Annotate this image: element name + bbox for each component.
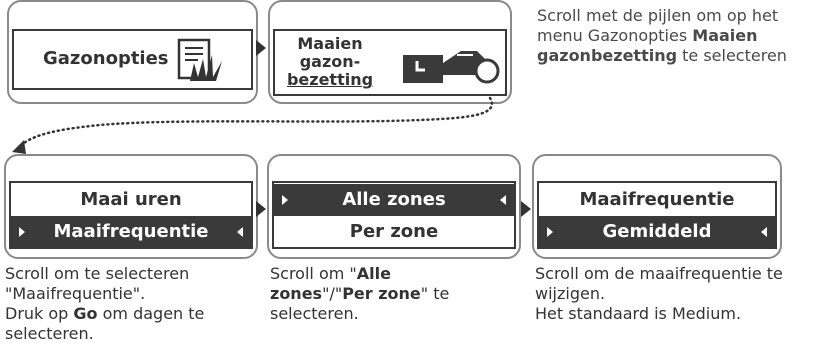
maaifrequentie-menu-screen: Maai uren Maaifrequentie	[9, 181, 253, 249]
caption-step1: Scroll om te selecteren "Maaifrequentie"…	[5, 264, 205, 343]
arrow-right-icon	[521, 201, 531, 217]
frequentie-value[interactable]: Gemiddeld	[539, 216, 775, 248]
option-alle-zones[interactable]: Alle zones	[274, 184, 514, 216]
gazonopties-box: Gazonopties	[12, 29, 253, 90]
scroll-right-icon	[547, 227, 553, 237]
caption-step3: Scroll om de maaifrequentie te wijzigen.…	[535, 264, 783, 323]
arrow-right-icon	[256, 40, 266, 56]
scroll-left-icon	[761, 227, 767, 237]
gazonopties-label: Gazonopties	[43, 48, 169, 69]
frequentie-screen: Maaifrequentie Gemiddeld	[537, 181, 777, 249]
menu-item-maaifrequentie[interactable]: Maaifrequentie	[11, 216, 251, 248]
scroll-right-icon	[19, 227, 25, 237]
zones-panel: Alle zones Per zone	[267, 154, 521, 259]
arrow-right-icon	[256, 201, 266, 217]
scroll-right-icon	[282, 195, 288, 205]
scroll-left-icon	[237, 227, 243, 237]
maaifrequentie-menu-panel: Maai uren Maaifrequentie	[4, 154, 258, 259]
menu-item-maai-uren[interactable]: Maai uren	[80, 189, 182, 210]
zones-screen: Alle zones Per zone	[272, 181, 516, 249]
option-per-zone[interactable]: Per zone	[349, 221, 439, 242]
mower-icon	[403, 51, 500, 84]
caption-step2: Scroll om "Alle zones"/"Per zone" te sel…	[270, 264, 450, 323]
maaien-gazonbezetting-label: Maaien gazon- bezetting	[286, 34, 374, 89]
scroll-left-icon	[500, 195, 506, 205]
maaien-gazonbezetting-panel: Maaien gazon- bezetting	[268, 0, 512, 104]
lawn-document-icon	[177, 38, 222, 81]
frequentie-panel: Maaifrequentie Gemiddeld	[532, 154, 782, 259]
maaien-gazonbezetting-box: Maaien gazon- bezetting	[273, 29, 507, 96]
top-caption: Scroll met de pijlen om op het menu Gazo…	[537, 6, 787, 65]
frequentie-title: Maaifrequentie	[579, 189, 735, 210]
gazonopties-panel: Gazonopties	[7, 0, 258, 104]
